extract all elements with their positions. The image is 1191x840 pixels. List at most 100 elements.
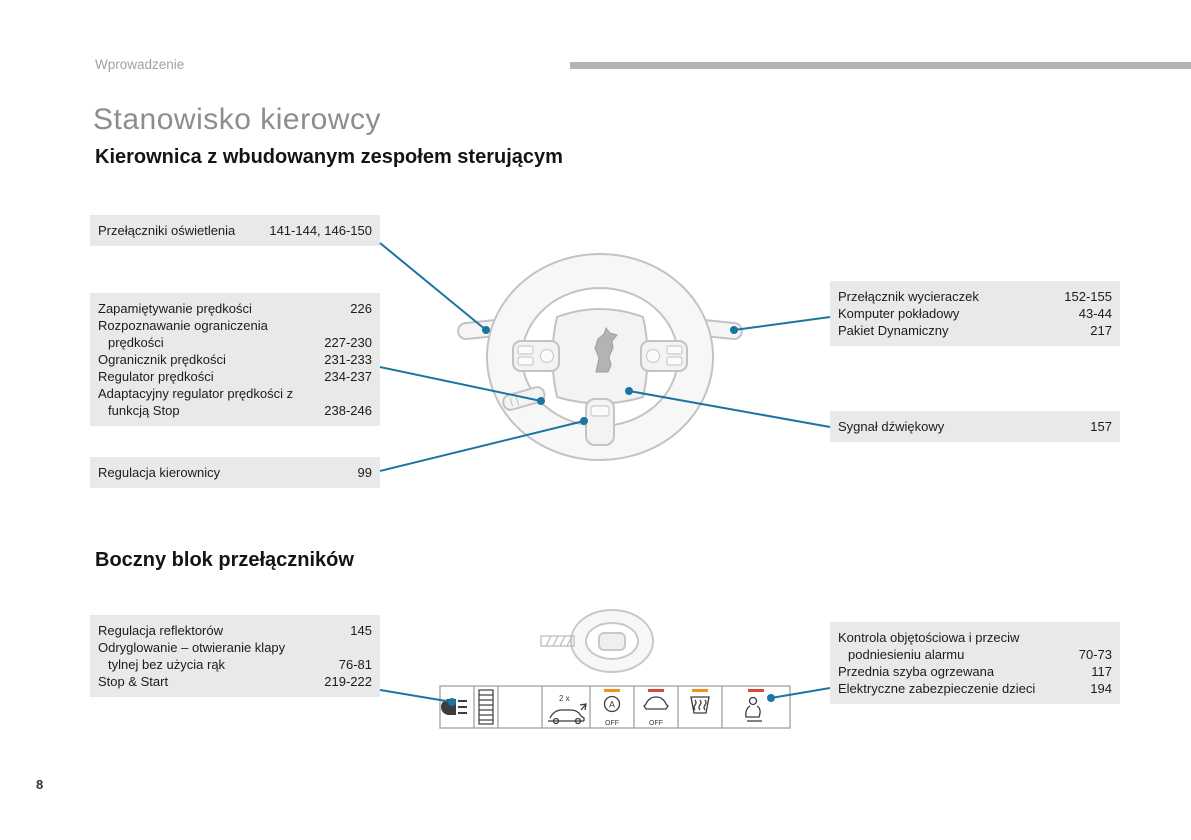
column-adjust-lever (502, 386, 546, 411)
page-reference: 231-233 (324, 352, 372, 367)
callout-steering-adjustment: Regulacja kierownicy 99 (90, 457, 380, 488)
left-stalk (457, 317, 515, 341)
callout-side-block-left: Regulacja reflektorów 145 Odryglowanie –… (90, 615, 380, 697)
callout-dot-lighting (482, 326, 490, 334)
callout-label: Stop & Start (98, 674, 169, 689)
page-reference: 194 (1090, 681, 1112, 696)
page-reference: 76-81 (338, 657, 372, 672)
header-rule (570, 62, 1191, 69)
peugeot-lion-logo (594, 326, 618, 373)
callout-line-lighting (379, 242, 487, 331)
callout-dot-speed (537, 397, 545, 405)
page-reference: 234-237 (324, 369, 372, 384)
page-reference: 43-44 (1078, 306, 1112, 321)
callout-side-block-right: Kontrola objętościowa i przeciw podniesi… (830, 622, 1120, 704)
chapter-breadcrumb: Wprowadzenie (95, 57, 185, 72)
page-reference: 99 (357, 465, 372, 480)
spoke-buttons (517, 345, 683, 417)
callout-item: Sygnał dźwiękowy 157 (838, 418, 1112, 435)
callout-item: Regulacja kierownicy 99 (98, 464, 372, 481)
callout-item: Pakiet Dynamiczny 217 (838, 322, 1112, 339)
callout-line-wipers (733, 316, 831, 331)
switch-panel (439, 685, 791, 729)
steering-wheel-drawing (457, 253, 743, 461)
auto-label: A (609, 700, 615, 710)
callout-item: Przełączniki oświetlenia 141-144, 146-15… (98, 222, 372, 239)
callout-line-steering-adjust (379, 420, 585, 472)
page-reference: 152-155 (1064, 289, 1112, 304)
page-reference: 70-73 (1078, 647, 1112, 662)
child-lock-icon (745, 689, 764, 722)
indicator-bar-orange (604, 689, 620, 692)
callout-item: Elektryczne zabezpieczenie dzieci 194 (838, 680, 1112, 697)
callout-label: Pakiet Dynamiczny (838, 323, 949, 338)
callout-lighting-switches: Przełączniki oświetlenia 141-144, 146-15… (90, 215, 380, 246)
page-reference: 145 (350, 623, 372, 638)
heated-windscreen-icon (690, 689, 710, 714)
hands-free-tailgate-icon: 2 x (548, 694, 587, 725)
callout-item: Zapamiętywanie prędkości 226 (98, 300, 372, 317)
callout-item: Regulator prędkości 234-237 (98, 368, 372, 385)
callout-line-speed (379, 366, 542, 402)
steering-column-hatch (540, 635, 575, 647)
page-reference: 117 (1091, 664, 1112, 679)
indicator-bar-red-2 (748, 689, 764, 692)
indicator-bar-orange-2 (692, 689, 708, 692)
callout-label: Adaptacyjny regulator prędkości z funkcj… (98, 386, 294, 418)
callout-line-side-left (379, 689, 453, 703)
callout-item: Regulacja reflektorów 145 (98, 622, 372, 639)
mini-steering-wheel (570, 609, 654, 673)
page-reference: 238-246 (324, 403, 372, 418)
bottom-spoke (585, 398, 615, 446)
callout-lines (379, 242, 831, 706)
callout-item: Stop & Start 219-222 (98, 673, 372, 690)
page-reference: 217 (1090, 323, 1112, 338)
callout-line-side-right (770, 687, 831, 699)
section-heading-steering-wheel: Kierownica z wbudowanym zespołem sterują… (95, 146, 563, 168)
page-title: Stanowisko kierowcy (93, 103, 381, 136)
callout-dot-steering-adjust (580, 417, 588, 425)
callout-speed-controls: Zapamiętywanie prędkości 226 Rozpoznawan… (90, 293, 380, 426)
thumbwheel-icon (478, 689, 494, 725)
headlight-leveling-icon (441, 699, 467, 715)
callout-label: Sygnał dźwiękowy (838, 419, 945, 434)
tailgate-2x-label: 2 x (559, 694, 570, 703)
off-label: OFF (649, 720, 663, 727)
callout-label: Regulacja reflektorów (98, 623, 224, 638)
section-heading-side-switch-block: Boczny blok przełączników (95, 549, 354, 571)
off-label: OFF (605, 720, 619, 727)
wheel-hub (551, 308, 649, 405)
callout-item: Odryglowanie – otwieranie klapy tylnej b… (98, 639, 372, 673)
page-reference: 141-144, 146-150 (269, 223, 372, 238)
callout-line-horn (628, 390, 831, 428)
callout-item: Przełącznik wycieraczek 152-155 (838, 288, 1112, 305)
callout-label: Przednia szyba ogrzewana (838, 664, 995, 679)
alarm-off-icon: OFF (643, 689, 669, 727)
callout-label: Przełącznik wycieraczek (838, 289, 979, 304)
callout-label: Kontrola objętościowa i przeciw podniesi… (838, 630, 1020, 662)
indicator-bar-red (648, 689, 664, 692)
callout-dot-side-left (448, 698, 456, 706)
page-reference: 219-222 (324, 674, 372, 689)
side-switch-block-drawing: 2 x A OFF OFF (439, 609, 791, 729)
callout-label: Regulator prędkości (98, 369, 214, 384)
callout-item: Przednia szyba ogrzewana 117 (838, 663, 1112, 680)
callout-item: Rozpoznawanie ograniczenia prędkości 227… (98, 317, 372, 351)
callout-label: Regulacja kierownicy (98, 465, 221, 480)
wheel-rim-outer (486, 253, 714, 461)
callout-horn: Sygnał dźwiękowy 157 (830, 411, 1120, 442)
callout-label: Rozpoznawanie ograniczenia prędkości (98, 318, 268, 350)
right-spoke-controls (640, 340, 688, 372)
callout-dot-side-right (767, 694, 775, 702)
right-stalk (685, 317, 743, 341)
callout-item: Kontrola objętościowa i przeciw podniesi… (838, 629, 1112, 663)
callout-label: Elektryczne zabezpieczenie dzieci (838, 681, 1036, 696)
callout-label: Odryglowanie – otwieranie klapy tylnej b… (98, 640, 286, 672)
callout-item: Komputer pokładowy 43-44 (838, 305, 1112, 322)
callout-dot-wipers (730, 326, 738, 334)
left-spoke-controls (512, 340, 560, 372)
callout-label: Przełączniki oświetlenia (98, 223, 236, 238)
callout-label: Zapamiętywanie prędkości (98, 301, 252, 316)
page-reference: 157 (1090, 419, 1112, 434)
callout-wiper-stalk: Przełącznik wycieraczek 152-155 Komputer… (830, 281, 1120, 346)
